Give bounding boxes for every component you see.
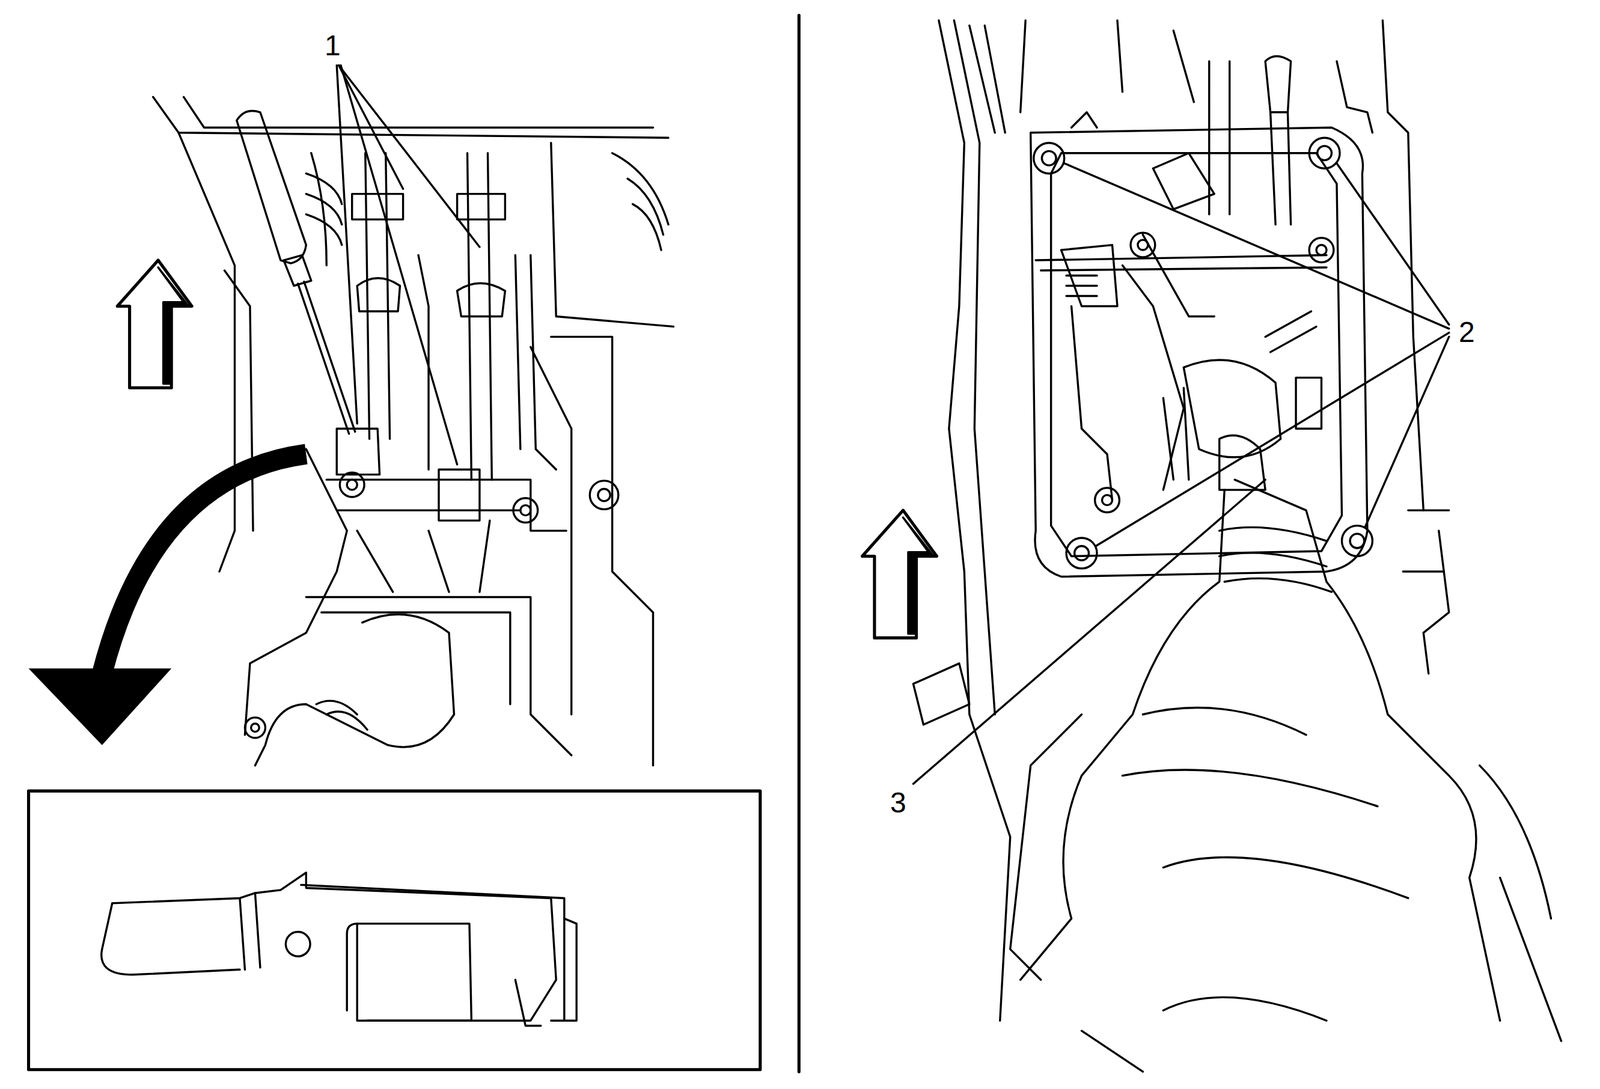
callout-number: 1 xyxy=(322,30,344,62)
callout-number: 2 xyxy=(1456,316,1478,349)
callout-number: 3 xyxy=(887,787,909,819)
